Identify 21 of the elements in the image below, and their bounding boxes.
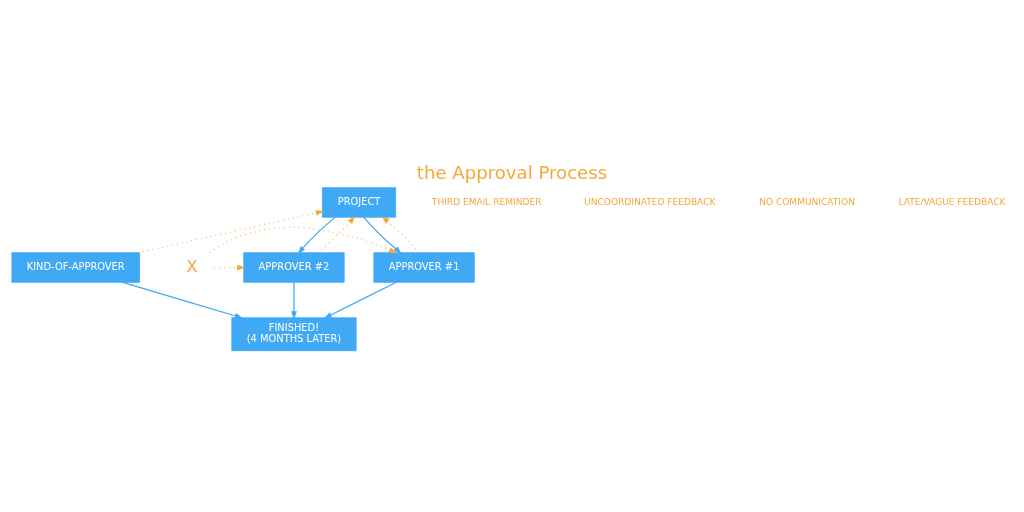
node-box: APPROVER #2 xyxy=(243,252,345,283)
arrow xyxy=(317,215,356,254)
node-box: KIND-OF-APPROVER xyxy=(11,252,140,283)
arrow xyxy=(363,216,402,254)
arrow xyxy=(381,216,420,254)
node-box: APPROVER #1 xyxy=(373,252,475,283)
label: LATE/VAGUE FEEDBACK xyxy=(898,196,1006,207)
diagram-title: the Approval Process xyxy=(416,162,608,184)
arrow xyxy=(209,226,398,254)
arrow xyxy=(122,281,244,319)
arrow xyxy=(291,281,297,320)
node-box: FINISHED! (4 MONTHS LATER) xyxy=(231,317,357,352)
node-text: X xyxy=(186,256,198,276)
label: NO COMMUNICATION xyxy=(759,196,855,207)
arrow xyxy=(137,210,325,254)
node-box: PROJECT xyxy=(321,187,397,218)
label: THIRD EMAIL REMINDER xyxy=(431,196,542,207)
arrow xyxy=(213,264,246,271)
arrow xyxy=(323,281,397,319)
label: UNCOORDINATED FEEDBACK xyxy=(584,196,716,207)
arrow xyxy=(297,216,336,255)
